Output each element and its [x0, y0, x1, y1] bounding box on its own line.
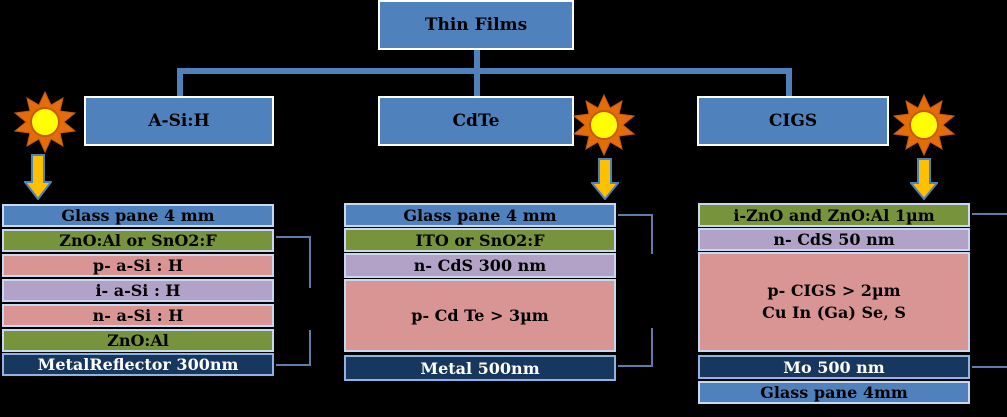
asi-layer-metal: MetalReflector 300nm — [2, 353, 274, 376]
cigs-layer-cds: n- CdS 50 nm — [698, 228, 970, 251]
cigs-layer-mo: Mo 500 nm — [698, 355, 970, 379]
cigs-bracket — [972, 366, 1007, 368]
connector-cdte — [474, 68, 480, 96]
down-arrow-icon — [910, 158, 938, 200]
asi-bracket — [309, 330, 311, 365]
down-arrow-icon — [591, 158, 619, 200]
cdte-layer-glass: Glass pane 4 mm — [344, 203, 616, 227]
cigs-header: CIGS — [697, 96, 889, 146]
down-arrow-icon — [24, 154, 52, 200]
connector-root — [474, 49, 480, 71]
connector-cigs — [786, 68, 792, 96]
cigs-absorber-line-1: p- CIGS > 2µm — [767, 281, 901, 300]
cdte-header: CdTe — [378, 96, 574, 146]
connector-horizontal — [177, 68, 792, 74]
cdte-bracket — [618, 214, 653, 216]
asi-layer-p: p- a-Si : H — [2, 254, 274, 277]
cigs-absorber-line-2: Cu In (Ga) Se, S — [762, 303, 906, 322]
cdte-bracket — [618, 365, 653, 367]
cigs-layer-absorber: p- CIGS > 2µm Cu In (Ga) Se, S — [698, 252, 970, 352]
cigs-layer-tco: i-ZnO and ZnO:Al 1µm — [698, 203, 970, 227]
thin-films-title: Thin Films — [378, 0, 574, 50]
asi-bracket — [276, 236, 311, 238]
asi-layer-n: n- a-Si : H — [2, 304, 274, 327]
cigs-layer-glass: Glass pane 4mm — [698, 381, 970, 404]
asi-layer-zno: ZnO:Al — [2, 329, 274, 352]
cdte-layer-cds: n- CdS 300 nm — [344, 253, 616, 278]
cdte-layer-tco: ITO or SnO2:F — [344, 228, 616, 252]
cdte-layer-absorber: p- Cd Te > 3µm — [344, 279, 616, 352]
asi-layer-i: i- a-Si : H — [2, 279, 274, 302]
cdte-bracket — [651, 214, 653, 254]
asi-bracket — [276, 364, 311, 366]
asi-layer-glass: Glass pane 4 mm — [2, 204, 274, 227]
asi-bracket — [309, 236, 311, 288]
sun-icon — [572, 93, 636, 157]
asi-layer-tco: ZnO:Al or SnO2:F — [2, 229, 274, 252]
cdte-bracket — [651, 328, 653, 366]
asi-header: A-Si:H — [84, 96, 274, 146]
cigs-bracket — [972, 213, 1007, 215]
cdte-layer-metal: Metal 500nm — [344, 355, 616, 381]
sun-icon — [892, 93, 956, 157]
connector-asi — [177, 68, 183, 96]
sun-icon — [13, 90, 77, 154]
